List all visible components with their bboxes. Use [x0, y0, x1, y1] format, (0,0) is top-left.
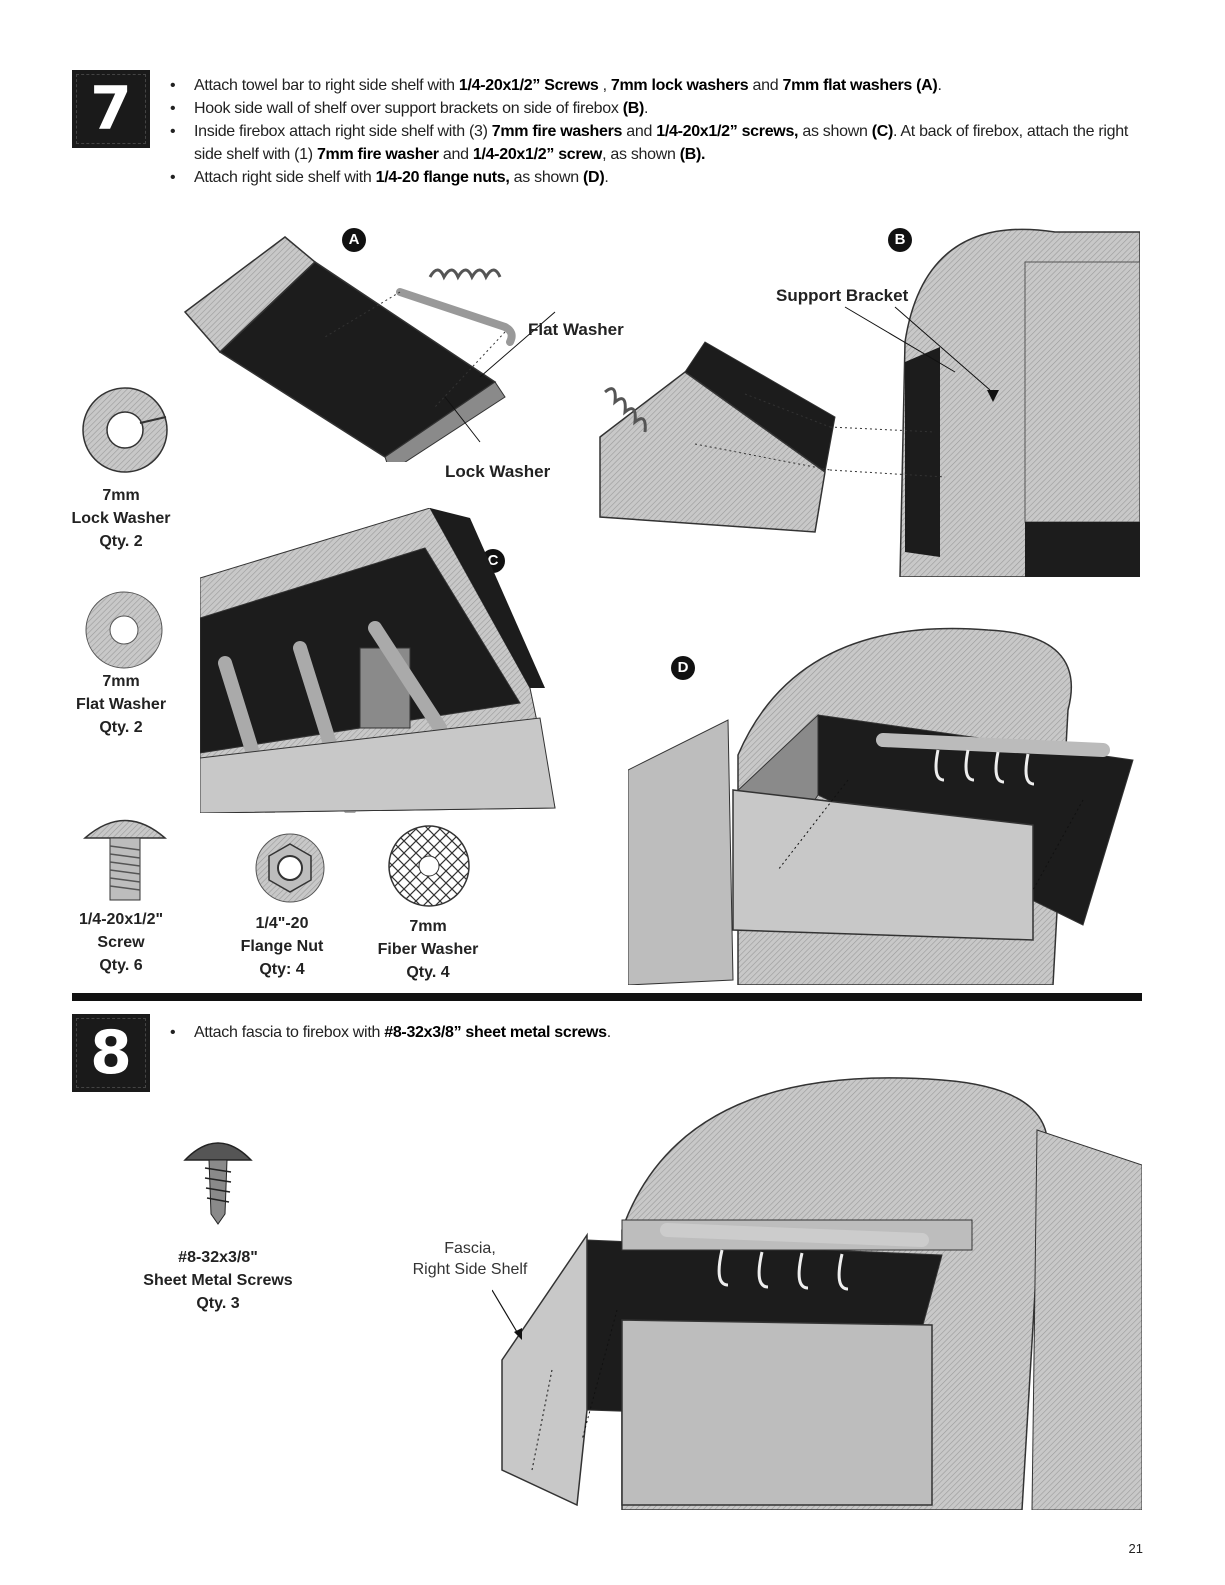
lock-washer-icon: [82, 387, 168, 473]
figure-d-illustration: [628, 627, 1134, 985]
section-divider: [72, 993, 1142, 1001]
figure-c-illustration: [200, 508, 556, 813]
step-7-bullet: Inside firebox attach right side shelf w…: [168, 120, 1138, 166]
flange-nut-label: 1/4"-20 Flange Nut Qty: 4: [240, 915, 324, 978]
figure-a-marker: A: [342, 228, 366, 252]
step-8-instructions: Attach fascia to firebox with #8-32x3/8”…: [168, 1021, 1068, 1044]
flange-nut-icon: [255, 833, 325, 903]
fascia-callout: Fascia, Right Side Shelf: [412, 1240, 528, 1278]
figure-a-illustration: [183, 236, 556, 462]
lock-washer-callout: Lock Washer: [445, 462, 551, 481]
step-7-bullet: Attach towel bar to right side shelf wit…: [168, 74, 1138, 97]
figure-d-marker: D: [671, 656, 695, 680]
step-7-badge: 7: [72, 70, 150, 148]
flat-washer-icon: [85, 591, 163, 669]
figure-b-illustration: [599, 228, 1140, 577]
sheet-metal-screw-label: #8-32x3/8" Sheet Metal Screws Qty. 3: [143, 1249, 293, 1312]
page-number: 21: [1128, 1541, 1143, 1556]
figure-b-marker: B: [888, 228, 912, 252]
flat-washer-callout: Flat Washer: [528, 320, 624, 339]
fiber-washer-icon: [388, 825, 470, 907]
step-7-instructions: Attach towel bar to right side shelf wit…: [168, 74, 1138, 189]
fiber-washer-label: 7mm Fiber Washer Qty. 4: [377, 918, 479, 981]
flat-washer-label: 7mm Flat Washer Qty. 2: [75, 673, 167, 736]
step-8-bullet: Attach fascia to firebox with #8-32x3/8”…: [168, 1021, 1068, 1044]
step-8-illustration: [492, 1077, 1142, 1510]
step-7-bullet: Attach right side shelf with 1/4-20 flan…: [168, 166, 1138, 189]
support-bracket-callout: Support Bracket: [776, 286, 909, 305]
step-8-badge: 8: [72, 1014, 150, 1092]
sheet-metal-screw-icon: [183, 1142, 253, 1225]
step-7-bullet: Hook side wall of shelf over support bra…: [168, 97, 1138, 120]
screw-label: 1/4-20x1/2" Screw Qty. 6: [78, 911, 164, 974]
lock-washer-label: 7mm Lock Washer Qty. 2: [71, 487, 171, 550]
screw-icon: [83, 819, 167, 901]
